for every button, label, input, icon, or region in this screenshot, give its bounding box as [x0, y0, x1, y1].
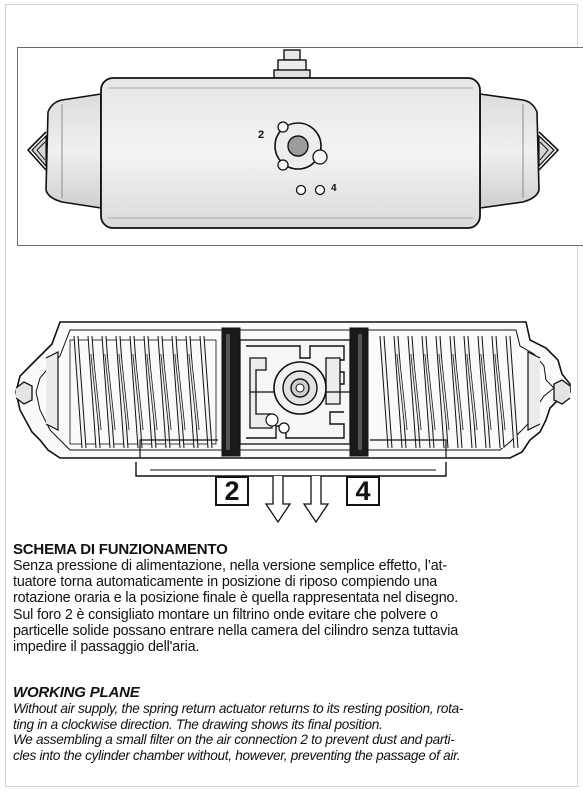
english-paragraph: Without air supply, the spring return ac… [13, 701, 578, 763]
page-border [5, 4, 578, 787]
english-description: WORKING PLANE Without air supply, the sp… [13, 684, 578, 763]
top-port-2-label: 2 [258, 129, 264, 141]
italian-line: rotazione oraria e la posizione finale è… [13, 590, 459, 607]
italian-line: impedire il passaggio dell'aria. [13, 639, 200, 656]
top-port-4-label: 4 [331, 183, 337, 194]
english-line: cles into the cylinder chamber without, … [13, 747, 461, 763]
italian-line: particelle solide possano entrare nella … [13, 622, 459, 639]
actuator-section-view [10, 300, 576, 530]
italian-line: Sul foro 2 è consigliato montare un filt… [13, 606, 438, 623]
port-4-tag: 4 [346, 476, 380, 506]
english-line: We assembling a small filter on the air … [13, 732, 455, 748]
italian-line: Senza pressione di alimentazione, nella … [13, 558, 447, 574]
english-line: Without air supply, the spring return ac… [13, 701, 464, 716]
italian-line: tuatore torna automaticamente in posizio… [13, 574, 438, 591]
port-2-tag: 2 [215, 476, 249, 506]
actuator-top-view-drawing: 2 4 [26, 49, 560, 229]
italian-paragraph: Senza pressione di alimentazione, nella … [13, 558, 578, 655]
english-line: ting in a clockwise direction. The drawi… [13, 716, 383, 732]
actuator-top-view: 2 4 [17, 47, 583, 246]
italian-description: SCHEMA DI FUNZIONAMENTO Senza pressione … [13, 541, 578, 655]
italian-heading: SCHEMA DI FUNZIONAMENTO [13, 541, 228, 558]
actuator-section-drawing [15, 321, 571, 524]
english-heading: WORKING PLANE [13, 684, 140, 701]
